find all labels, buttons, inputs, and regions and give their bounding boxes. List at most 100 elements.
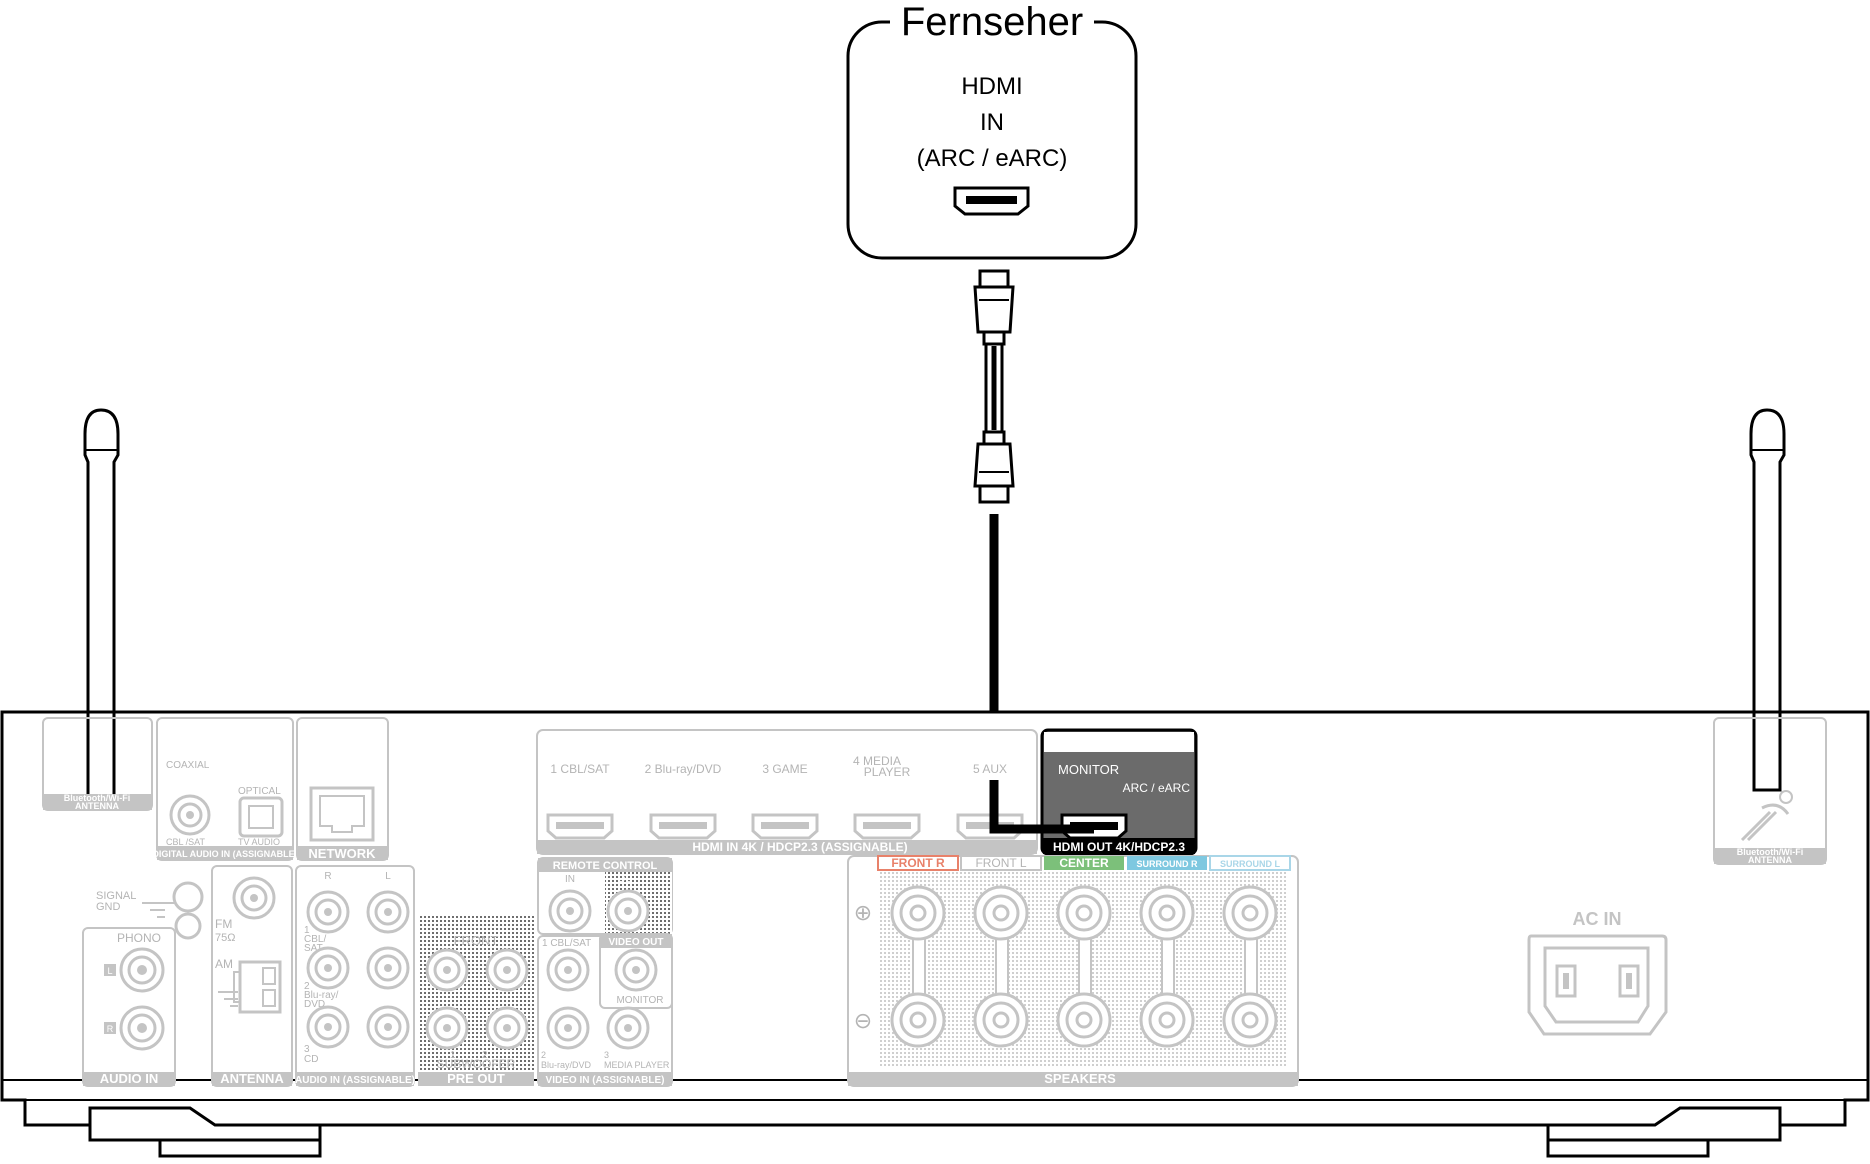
rc-out-jack[interactable] — [606, 889, 650, 933]
hdmi-in-4-label: 4 MEDIA — [853, 754, 901, 768]
right-bt-antenna-label-2: ANTENNA — [1748, 855, 1792, 865]
monitor-label: MONITOR — [616, 995, 663, 1006]
tv-port-label-1: HDMI — [961, 73, 1022, 100]
speaker-front-r-label: FRONT R — [891, 856, 945, 870]
coaxial-label: COAXIAL — [166, 760, 210, 771]
ain-2-name2: DVD — [304, 999, 325, 1010]
ain-cbl-jacks[interactable] — [306, 890, 410, 934]
speaker-terminal-front-r[interactable] — [890, 885, 946, 1048]
sub-2-label: 2 — [482, 1050, 488, 1061]
sub-1-label: 1 — [450, 1050, 456, 1061]
rc-in-jack[interactable] — [548, 889, 592, 933]
fm-label: FM — [215, 917, 232, 931]
subwoofer-jacks[interactable] — [425, 1006, 529, 1050]
optical-label: OPTICAL — [238, 786, 281, 797]
ain-3-num: 3 — [304, 1044, 310, 1055]
vin-3-jack[interactable] — [606, 1006, 650, 1050]
speaker-surround-r-label: SURROUND R — [1136, 859, 1198, 869]
optical-jack[interactable] — [238, 796, 284, 838]
pre-front-jacks[interactable] — [425, 948, 529, 992]
tv-port-label-2: IN — [980, 109, 1004, 136]
speaker-terminal-surround-r[interactable] — [1139, 885, 1195, 1048]
am-antenna-terminal[interactable] — [233, 960, 282, 1014]
speakers-panel: FRONT R FRONT L CENTER SURROUND R SURROU… — [847, 855, 1299, 1087]
hdmi-out-section-label: HDMI OUT 4K/HDCP2.3 — [1053, 840, 1185, 854]
hdmi-in-3-port[interactable] — [751, 813, 819, 840]
hdmi-in-panel: 1 CBL/SAT 2 Blu-ray/DVD 3 GAME 4 MEDIA P… — [536, 729, 1038, 855]
ain-2-num: 2 — [304, 981, 310, 992]
audio-in-assignable-label: AUDIO IN (ASSIGNABLE) — [295, 1075, 415, 1086]
ac-in-label: AC IN — [1573, 909, 1622, 929]
rc-out-label: OUT — [617, 874, 638, 885]
video-out-jack[interactable] — [614, 948, 658, 992]
phono-r-jack[interactable] — [119, 1005, 165, 1051]
video-in-label: VIDEO IN (ASSIGNABLE) — [546, 1075, 665, 1086]
am-label: AM — [215, 957, 233, 971]
center-connector-panel: FRONT 1 2 SUBWOOFER PRE OUT REMOTE CONTR… — [418, 857, 673, 1087]
ain-r-header: R — [324, 871, 331, 882]
tv-box: Fernseher HDMI IN (ARC / eARC) — [846, 0, 1138, 260]
speakers-section-label: SPEAKERS — [1044, 1071, 1116, 1086]
ain-1-name: CBL/ — [304, 934, 326, 945]
signal-gnd-label-2: GND — [96, 901, 121, 913]
ain-l-header: L — [385, 871, 391, 882]
hdmi-in-4-label-2: PLAYER — [864, 765, 911, 779]
antenna-label: ANTENNA — [220, 1071, 284, 1086]
hdmi-in-2-port[interactable] — [649, 813, 717, 840]
remote-control-label: REMOTE CONTROL — [553, 860, 658, 872]
fm-antenna-jack[interactable] — [232, 876, 276, 920]
right-bt-antenna-label-1: Bluetooth/Wi-Fi — [1737, 847, 1803, 857]
bluetooth-antenna-icon — [1740, 790, 1793, 842]
speaker-terminal-front-l[interactable] — [973, 885, 1029, 1048]
phono-r-label: R — [107, 1024, 114, 1034]
right-antenna — [1749, 408, 1786, 792]
vin-3-name: MEDIA PLAYER — [604, 1060, 670, 1070]
vin-2-jack[interactable] — [546, 1006, 590, 1050]
speaker-terminal-center[interactable] — [1056, 885, 1112, 1048]
ain-3-name: CD — [304, 1054, 318, 1065]
left-bt-antenna-label-1: Bluetooth/Wi-Fi — [64, 793, 130, 803]
video-out-label: VIDEO OUT — [608, 937, 663, 948]
optical-tv-label: TV AUDIO — [238, 837, 280, 847]
audio-in-label: AUDIO IN — [100, 1071, 159, 1086]
ain-bluray-jacks[interactable] — [306, 946, 410, 990]
ain-1-num: 1 — [304, 925, 310, 936]
signal-gnd-terminal[interactable] — [165, 881, 204, 940]
tv-title: Fernseher — [901, 0, 1083, 44]
hdmi-in-3-label: 3 GAME — [762, 762, 807, 776]
hdmi-out-monitor-label: MONITOR — [1058, 762, 1119, 777]
ac-in-socket[interactable] — [1527, 934, 1668, 1036]
ain-2-name: Blu-ray/ — [304, 990, 339, 1001]
phono-l-jack[interactable] — [119, 947, 165, 993]
network-jack[interactable] — [309, 786, 375, 842]
speaker-center-label: CENTER — [1059, 856, 1109, 870]
coaxial-jack[interactable] — [169, 794, 211, 836]
speaker-minus-symbol: ⊖ — [854, 1008, 872, 1033]
speaker-front-l-label: FRONT L — [975, 856, 1026, 870]
vin-1-jack[interactable] — [546, 948, 590, 992]
hdmi-in-1-port[interactable] — [546, 813, 614, 840]
coaxial-cbl-label: CBL /SAT — [166, 837, 206, 847]
network-label: NETWORK — [308, 846, 376, 861]
hdmi-in-4-port[interactable] — [853, 813, 921, 840]
hdmi-cable-end — [989, 780, 1094, 834]
left-connector-panel: Bluetooth/Wi-Fi ANTENNA COAXIAL OPTICAL … — [42, 717, 415, 1087]
hdmi-plug-bottom — [973, 430, 1015, 504]
pre-front-label: FRONT — [454, 933, 499, 948]
hdmi-in-section-label: HDMI IN 4K / HDCP2.3 (ASSIGNABLE) — [692, 840, 907, 854]
pre-out-label: PRE OUT — [447, 1071, 505, 1086]
vin-2-name: Blu-ray/DVD — [541, 1060, 592, 1070]
ain-1-name2: SAT — [304, 943, 323, 954]
speaker-terminal-surround-l[interactable] — [1222, 885, 1278, 1048]
right-foot — [1546, 1106, 1782, 1158]
hdmi-in-2-label: 2 Blu-ray/DVD — [645, 762, 722, 776]
right-connector-panel: Bluetooth/Wi-Fi ANTENNA AC IN — [1527, 717, 1827, 1036]
hdmi-out-arc-label: ARC / eARC — [1123, 781, 1191, 795]
subwoofer-label: SUBWOOFER — [437, 1057, 516, 1071]
tv-hdmi-port[interactable] — [953, 186, 1030, 216]
phono-l-label: L — [107, 966, 112, 976]
ain-cd-jacks[interactable] — [306, 1005, 410, 1049]
hdmi-plug-top — [973, 269, 1015, 346]
